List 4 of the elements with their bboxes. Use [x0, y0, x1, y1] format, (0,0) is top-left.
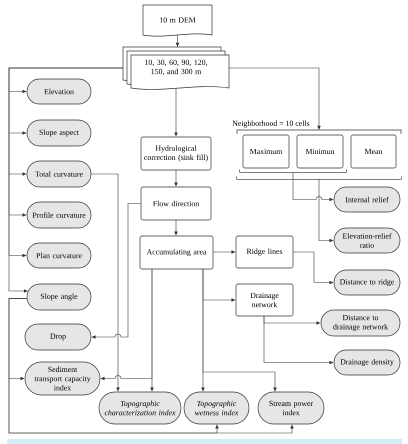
arrow: [8, 68, 124, 293]
arrow: [8, 298, 294, 434]
bracket-arrow: [236, 176, 402, 242]
bracket-arrow: [239, 169, 347, 202]
